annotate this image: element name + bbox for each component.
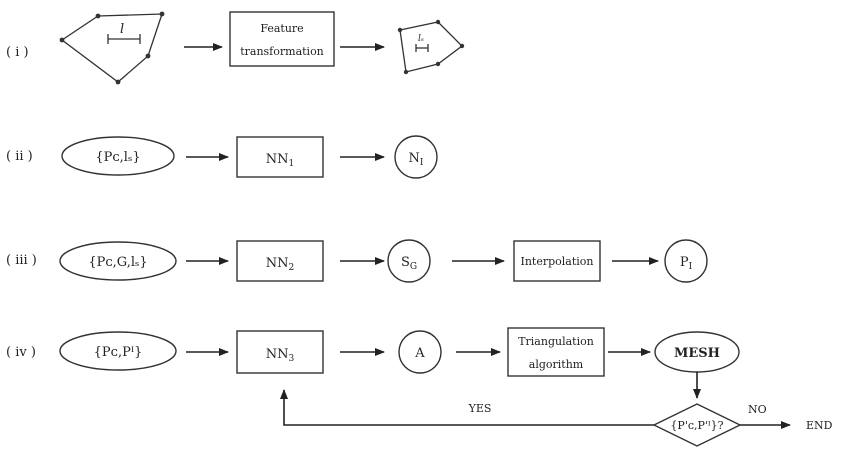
mesh-label: MESH xyxy=(674,346,720,361)
a-node xyxy=(398,330,442,374)
ni-label: NI xyxy=(409,151,424,168)
nn2-box xyxy=(236,240,324,282)
interpolation-label: Interpolation xyxy=(520,255,593,268)
input-ellipse-ii-label: {Pᴄ,lₛ} xyxy=(95,150,140,165)
triangulation-label-1: Triangulation xyxy=(518,335,594,348)
input-ellipse-ii xyxy=(61,136,175,176)
nn1-box xyxy=(236,136,324,178)
feature-transformation-box xyxy=(229,11,335,67)
arrow-decision-yes-loop xyxy=(280,389,654,426)
row-label-i: ( i ) xyxy=(6,45,29,60)
scaled-length-symbol: lₛ xyxy=(418,34,424,44)
triangulation-box xyxy=(507,327,605,377)
ni-node xyxy=(394,135,438,179)
row-label-iv: ( iv ) xyxy=(6,345,36,360)
no-label: NO xyxy=(748,403,767,416)
pi-label: PI xyxy=(680,255,693,272)
pi-node xyxy=(664,239,708,283)
input-ellipse-iv-label: {Pᴄ,Pᴵ} xyxy=(94,345,143,360)
row-label-iii: ( iii ) xyxy=(6,253,37,268)
sg-node xyxy=(387,239,431,283)
nn3-label: NN3 xyxy=(266,347,295,364)
decision-label: {P'ᴄ,P'ᴵ}? xyxy=(670,419,723,432)
input-polygon: l xyxy=(59,11,165,85)
end-label: END xyxy=(806,419,833,432)
feature-transformation-label-2: transformation xyxy=(240,45,324,58)
decision-diamond xyxy=(652,403,742,447)
edge-length-symbol: l xyxy=(120,22,124,37)
input-ellipse-iii-label: {Pᴄ,G,lₛ} xyxy=(88,255,147,270)
transformed-polygon: lₛ xyxy=(397,19,465,75)
sg-label: SG xyxy=(401,255,417,272)
feature-transformation-label-1: Feature xyxy=(260,22,303,35)
nn3-box xyxy=(236,330,324,374)
yes-label: YES xyxy=(468,402,492,415)
triangulation-label-2: algorithm xyxy=(529,358,584,371)
row-label-ii: ( ii ) xyxy=(6,149,33,164)
a-label: A xyxy=(414,346,425,361)
input-ellipse-iv xyxy=(59,331,177,371)
nn1-label: NN1 xyxy=(266,152,294,169)
nn2-label: NN2 xyxy=(266,256,294,273)
input-ellipse-iii xyxy=(59,241,177,281)
interpolation-box xyxy=(513,240,601,282)
